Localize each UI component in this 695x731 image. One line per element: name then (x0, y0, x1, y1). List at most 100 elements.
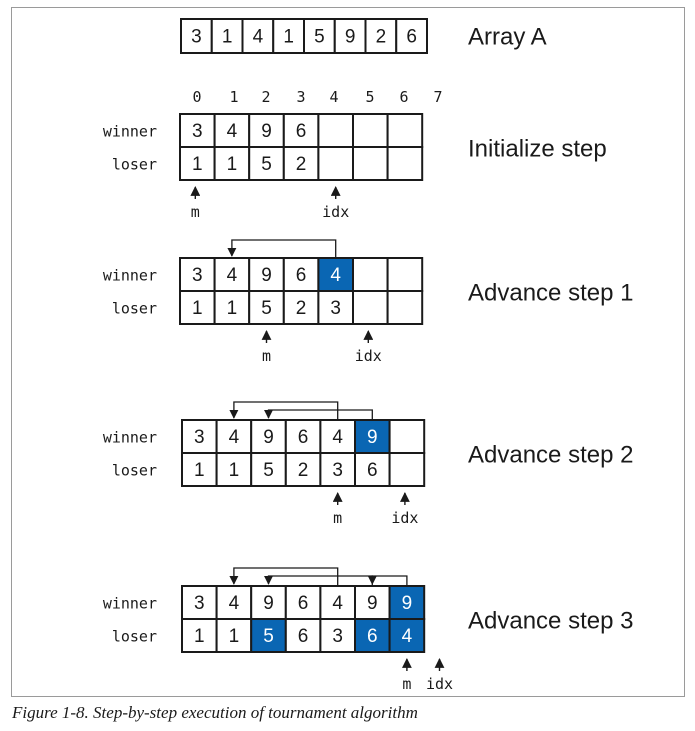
loser-value: 6 (367, 460, 378, 481)
loser-cell (352, 146, 389, 181)
loser-cell (388, 452, 426, 487)
winner-value: 4 (330, 265, 341, 286)
step-title: Advance step 3 (468, 608, 633, 635)
winner-cell (181, 419, 218, 454)
loser-cell (317, 146, 354, 181)
winner-value: 3 (194, 427, 205, 448)
winner-value: 9 (263, 593, 274, 614)
pointer-m-label: m (262, 347, 271, 365)
link-arrow (229, 567, 339, 586)
row-label-loser: loser (112, 156, 157, 174)
array-a-cell (395, 18, 428, 54)
loser-cell (284, 452, 322, 487)
array-a-value: 1 (222, 27, 233, 48)
loser-cell (388, 618, 426, 653)
pointer-m-label: m (333, 509, 342, 527)
row-label-winner: winner (103, 429, 157, 447)
loser-value: 1 (227, 298, 238, 319)
winner-cell (179, 113, 216, 148)
loser-value: 6 (298, 626, 309, 647)
loser-cell (386, 290, 424, 325)
loser-cell (215, 452, 253, 487)
array-a-cell (364, 18, 398, 54)
winner-value: 3 (192, 265, 203, 286)
loser-cell (250, 452, 287, 487)
loser-value: 3 (330, 298, 341, 319)
winner-value: 9 (367, 593, 378, 614)
row-label-loser: loser (112, 462, 157, 480)
array-a-value: 1 (283, 27, 294, 48)
array-a-value: 5 (314, 27, 325, 48)
winner-cell (248, 257, 285, 292)
loser-cell (352, 290, 389, 325)
index-label: 7 (433, 88, 442, 106)
array-a-value: 2 (376, 27, 387, 48)
winner-cell (388, 419, 426, 454)
pointer-m-label: m (191, 203, 200, 221)
loser-cell (386, 146, 424, 181)
index-label: 5 (365, 88, 374, 106)
pointer-idx-label: idx (322, 203, 349, 221)
winner-value: 3 (194, 593, 205, 614)
winner-value: 9 (263, 427, 274, 448)
loser-value: 1 (194, 460, 205, 481)
index-label: 2 (261, 88, 270, 106)
winner-value: 9 (261, 121, 272, 142)
array-a-value: 6 (406, 27, 417, 48)
index-label: 1 (229, 88, 238, 106)
winner-value: 4 (229, 427, 240, 448)
row-label-loser: loser (112, 300, 157, 318)
winner-value: 4 (332, 593, 343, 614)
figure-frame (11, 7, 685, 697)
step-title: Advance step 2 (468, 442, 633, 469)
figure-caption: Figure 1-8. Step-by-step execution of to… (12, 703, 418, 722)
winner-value: 4 (227, 121, 238, 142)
winner-cell (317, 113, 354, 148)
loser-value: 6 (367, 626, 378, 647)
loser-cell (181, 452, 218, 487)
loser-cell (215, 618, 253, 653)
winner-value: 4 (332, 427, 343, 448)
winner-value: 4 (227, 265, 238, 286)
loser-cell (319, 452, 356, 487)
loser-cell (179, 146, 216, 181)
winner-cell (282, 113, 320, 148)
loser-value: 5 (261, 298, 272, 319)
loser-value: 1 (229, 626, 240, 647)
row-label-winner: winner (103, 595, 157, 613)
winner-cell (352, 113, 389, 148)
loser-value: 5 (263, 460, 274, 481)
array-a-value: 3 (191, 27, 202, 48)
loser-cell (282, 146, 320, 181)
winner-cell (319, 585, 356, 620)
winner-cell (386, 257, 424, 292)
pointer-idx-label: idx (391, 509, 418, 527)
pointer-m-label: m (402, 675, 411, 693)
pointer-idx-label: idx (355, 347, 382, 365)
loser-value: 1 (192, 298, 203, 319)
array-a-cell (303, 18, 336, 54)
loser-value: 1 (229, 460, 240, 481)
link-arrow (263, 575, 373, 586)
loser-value: 2 (296, 298, 307, 319)
winner-value: 6 (296, 265, 307, 286)
winner-cell (248, 113, 285, 148)
winner-value: 6 (298, 427, 309, 448)
index-label: 4 (329, 88, 338, 106)
array-a-value: 9 (345, 27, 356, 48)
row-label-winner: winner (103, 267, 157, 285)
winner-cell (352, 257, 389, 292)
winner-cell (386, 113, 424, 148)
loser-value: 5 (261, 154, 272, 175)
loser-value: 1 (194, 626, 205, 647)
winner-value: 6 (296, 121, 307, 142)
array-a-label: Array A (468, 24, 547, 51)
loser-cell (284, 618, 322, 653)
link-arrow (263, 409, 373, 420)
winner-value: 4 (229, 593, 240, 614)
row-label-loser: loser (112, 628, 157, 646)
winner-value: 9 (261, 265, 272, 286)
loser-cell (317, 290, 354, 325)
winner-cell (284, 585, 322, 620)
array-a-cell (210, 18, 244, 54)
